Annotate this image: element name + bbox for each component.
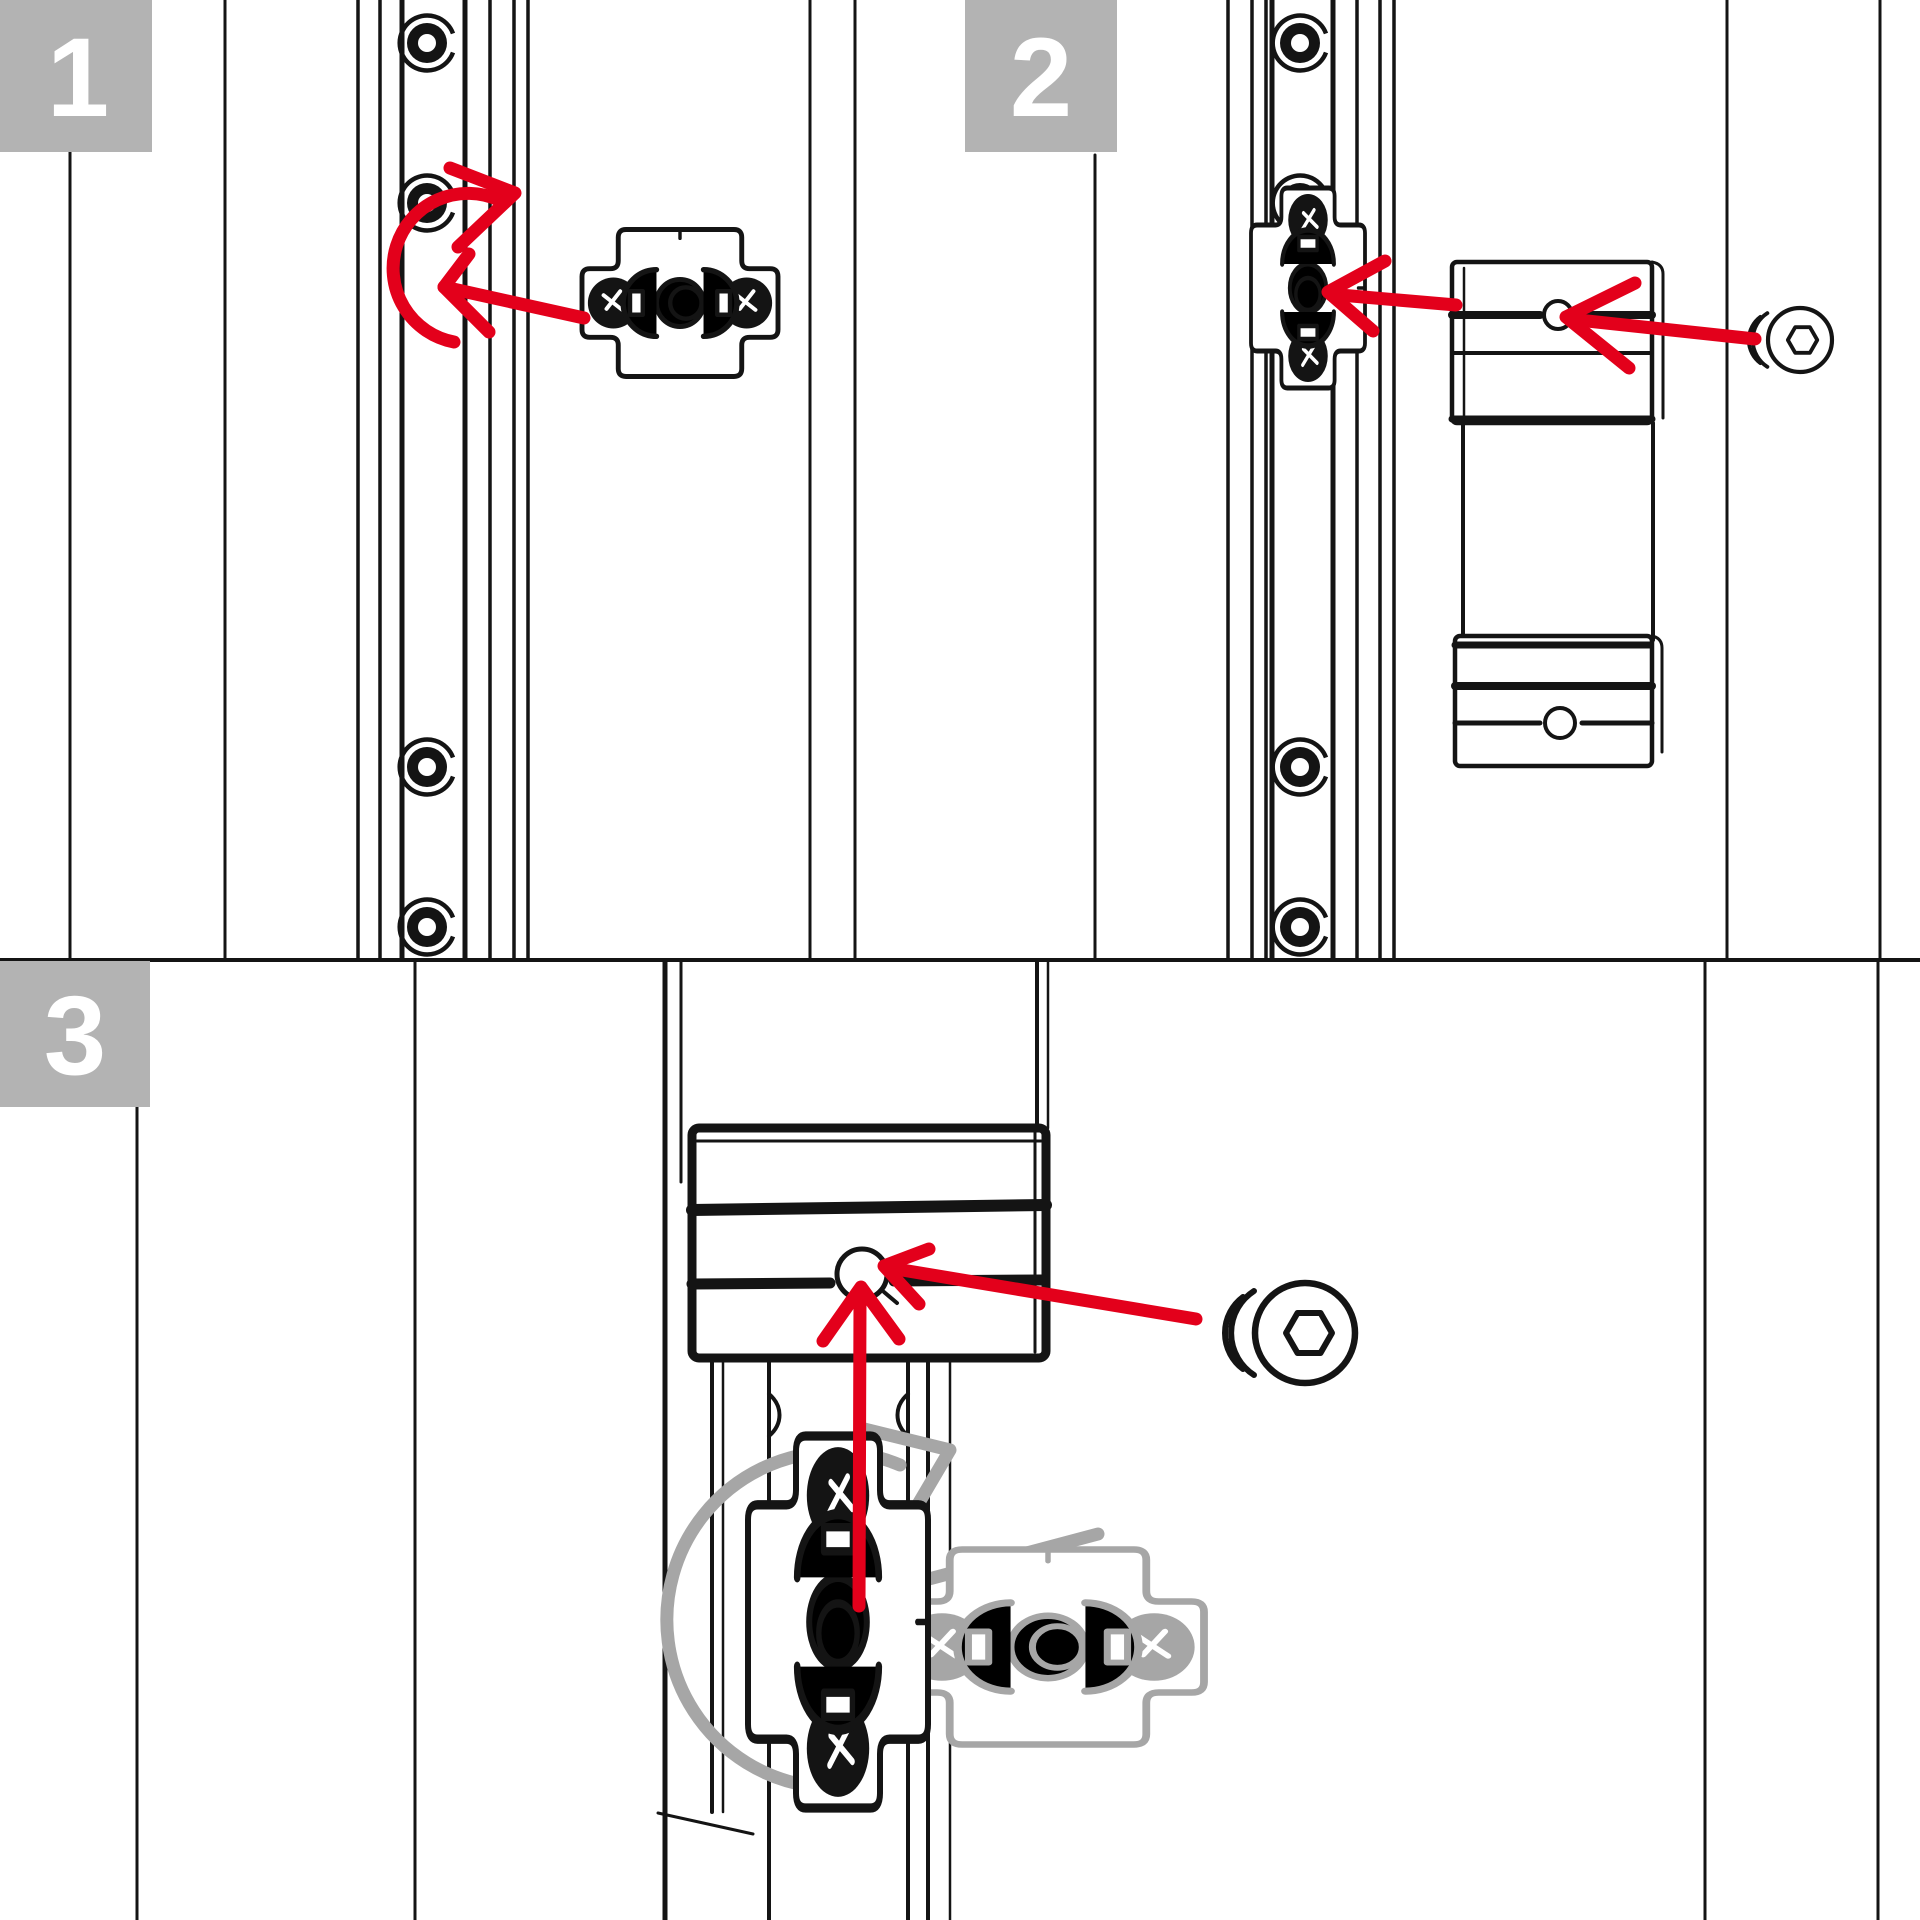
- step3-background-lines: [135, 960, 1880, 1920]
- clamp-bracket: [1448, 259, 1665, 769]
- socket-screw-closeup-icon: [1225, 1283, 1355, 1383]
- rail-screw-icon: [400, 16, 453, 71]
- rotate-arrow-icon: [386, 161, 522, 349]
- screw-to-bracket-arrow-icon: [1559, 276, 1762, 375]
- step2-background-lines: [808, 0, 1882, 960]
- step3-profile-column: [662, 959, 1050, 1920]
- step1-badge: 1: [0, 0, 152, 152]
- screw-to-hole-arrow-icon: [877, 1242, 1203, 1326]
- bracket-to-fastener-arrow-icon: [1321, 254, 1463, 338]
- rail-screw-icon: [400, 740, 453, 795]
- step1-background-lines: [68, 0, 227, 960]
- rail-screw-icon: [1273, 900, 1326, 955]
- step2-tslot-rail: [1226, 0, 1396, 961]
- rail-screw-icon: [1273, 740, 1326, 795]
- rail-screw-icon: [400, 900, 453, 955]
- rail-screw-icon: [1273, 16, 1326, 71]
- twist-nut-fastener: [582, 230, 778, 377]
- step1-panel: [68, 0, 778, 961]
- bracket-hole: [1543, 706, 1577, 740]
- step2-badge: 2: [965, 0, 1117, 152]
- step3-number: 3: [44, 973, 106, 1098]
- fastener-to-hole-arrow-icon: [816, 1280, 906, 1613]
- step2-panel: [808, 0, 1882, 961]
- bracket-bottom-block: [1451, 633, 1664, 769]
- step3-panel: [135, 959, 1880, 1920]
- insert-arrow-icon: [437, 247, 591, 339]
- step1-number: 1: [47, 15, 109, 140]
- twist-nut-fastener-closeup: [748, 1436, 928, 1808]
- clamp-bracket-closeup: [686, 1123, 1052, 1363]
- step3-badge: 3: [0, 961, 150, 1107]
- step2-number: 2: [1010, 15, 1072, 140]
- step1-tslot-rail: [356, 0, 530, 961]
